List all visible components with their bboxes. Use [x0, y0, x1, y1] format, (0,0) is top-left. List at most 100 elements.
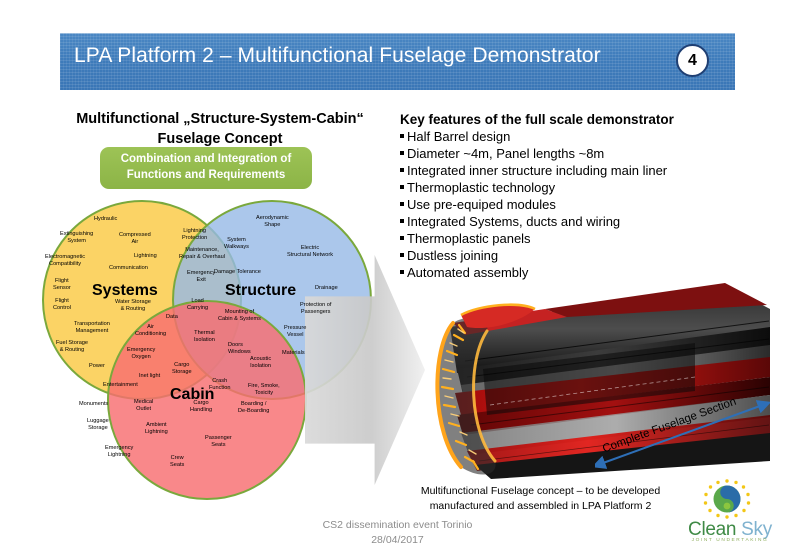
key-feature-item: Half Barrel design: [400, 128, 750, 145]
venn-tag-power: Power: [89, 363, 105, 369]
venn-tag-entertainment: Entertainment: [103, 382, 138, 388]
fuselage-caption-line1: Multifunctional Fuselage concept – to be…: [420, 485, 661, 497]
fuselage-caption: Multifunctional Fuselage concept – to be…: [398, 484, 683, 514]
key-feature-label: Integrated inner structure including mai…: [407, 163, 668, 179]
fuselage-caption-line2: manufactured and assembled in LPA Platfo…: [429, 500, 652, 513]
combination-integration-box: Combination and Integration of Functions…: [100, 147, 312, 189]
clean-sky-subtitle: JOINT UNDERTAKING: [691, 538, 769, 543]
key-feature-item: Integrated Systems, ducts and wiring: [400, 213, 750, 230]
venn-tag-fire-smoke: Fire, Smoke,Toxicity: [248, 383, 280, 396]
key-feature-item: Integrated inner structure including mai…: [400, 162, 750, 179]
bullet-icon: [400, 253, 404, 258]
key-feature-label: Dustless joining: [407, 248, 499, 264]
clean-sky-emblem-icon: [698, 478, 756, 524]
slide-footer: CS2 dissemination event Torinio 28/04/20…: [0, 518, 795, 547]
clean-sky-wordmark: Clean Sky: [676, 520, 784, 539]
key-feature-label: Half Barrel design: [407, 129, 511, 144]
venn-tag-monuments: Monuments: [79, 401, 109, 407]
venn-circle-cabin: [107, 300, 307, 500]
fuselage-dimension-arrow: [591, 398, 772, 478]
venn-tag-damage-tolerance: Damage Tolerance: [214, 269, 261, 275]
bullet-icon: [400, 202, 404, 207]
venn-label-structure: Structure: [225, 282, 297, 299]
page-title: LPA Platform 2 – Multifunctional Fuselag…: [74, 44, 601, 67]
key-feature-item: Thermoplastic panels: [400, 230, 750, 247]
bullet-icon: [400, 185, 404, 190]
key-feature-label: Thermoplastic panels: [407, 231, 531, 247]
key-feature-label: Diameter ~4m, Panel lengths ~8m: [407, 146, 605, 162]
venn-tag-drainage: Drainage: [315, 285, 338, 291]
green-box-line1: Combination and Integration of: [120, 153, 292, 166]
bullet-icon: [400, 219, 404, 224]
bullet-icon: [400, 236, 404, 241]
clean-sky-logo: Clean Sky JOINT UNDERTAKING: [676, 478, 784, 550]
key-feature-label: Integrated Systems, ducts and wiring: [407, 214, 621, 230]
venn-tag-data: Data: [166, 314, 178, 320]
concept-heading: Multifunctional „Structure-System-Cabin“…: [55, 110, 385, 149]
logo-word-sky: Sky: [741, 519, 772, 540]
key-feature-item: Thermoplastic technology: [400, 179, 750, 196]
key-feature-item: Use pre-equiped modules: [400, 196, 750, 213]
venn-tag-fuel-storage: Fuel Storage& Routing: [56, 340, 89, 353]
slide-number-badge: 4: [676, 44, 709, 77]
venn-tag-hydraulic: Hydraulic: [94, 216, 118, 222]
key-feature-label: Use pre-equiped modules: [407, 197, 556, 213]
venn-tag-lightning: Lightning: [134, 253, 157, 259]
bullet-icon: [400, 151, 404, 156]
key-feature-item: Automated assembly: [400, 264, 750, 281]
concept-heading-line2: Fuselage Concept: [157, 130, 283, 147]
venn-label-systems: Systems: [92, 282, 158, 299]
venn-tag-doors: Doors: [228, 342, 243, 348]
key-feature-label: Automated assembly: [407, 265, 529, 281]
green-box-line2: Functions and Requirements: [126, 169, 286, 181]
key-features-block: Key features of the full scale demonstra…: [400, 112, 750, 281]
footer-date: 28/04/2017: [371, 533, 424, 546]
venn-tag-windows: Windows: [228, 349, 251, 355]
footer-event: CS2 dissemination event Torinio: [322, 519, 473, 531]
bullet-icon: [400, 270, 404, 275]
bullet-icon: [400, 168, 404, 173]
venn-label-cabin: Cabin: [170, 386, 215, 403]
title-banner: LPA Platform 2 – Multifunctional Fuselag…: [60, 33, 735, 90]
logo-word-clean: Clean: [688, 519, 737, 540]
venn-tag-communication: Communication: [109, 265, 148, 271]
venn-tag-materials: Materials: [282, 350, 305, 356]
venn-tag-inet-light: Inet light: [139, 373, 161, 379]
venn-tag-mro: Maintenance,Repair & Overhaul: [179, 247, 226, 260]
key-feature-label: Thermoplastic technology: [407, 180, 556, 196]
concept-heading-line1: Multifunctional „Structure-System-Cabin“: [76, 111, 364, 127]
bullet-icon: [400, 134, 404, 138]
key-feature-item: Dustless joining: [400, 247, 750, 264]
venn-tag-water-storage: Water Storage& Routing: [115, 299, 151, 312]
venn-tag-boarding: Boarding /De-Boarding: [238, 401, 270, 414]
